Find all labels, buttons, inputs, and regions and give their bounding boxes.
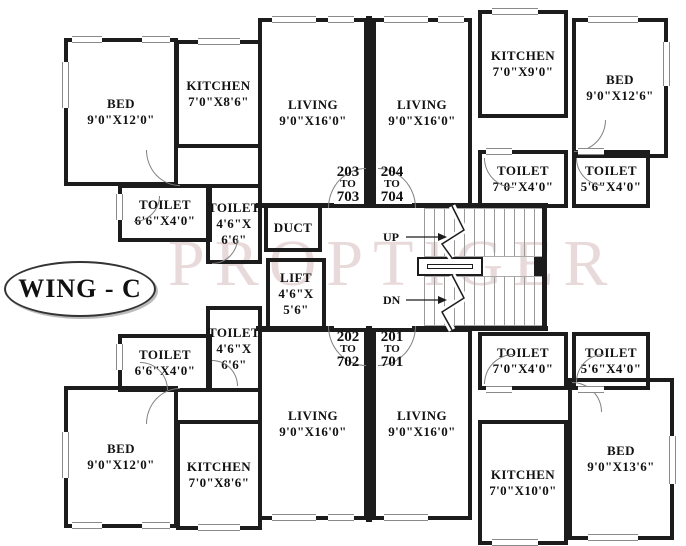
window-opening [142,522,170,529]
room-dims: 9'0"X12'0" [87,457,155,472]
room-kitchen-bottom-right: KITCHEN 7'0"X10'0" [478,420,568,545]
window-opening [328,16,354,23]
room-label: TOILET [207,200,261,215]
room-dims: 7'0"X8'6" [188,94,249,109]
window-opening [669,436,676,484]
room-dims: 9'0"X16'0" [388,113,456,128]
unit-to: TO [340,178,356,190]
window-opening [588,16,638,23]
room-label: KITCHEN [490,466,556,482]
room-duct: DUCT [264,204,322,252]
unit-label-202-702: 202 TO 702 [330,329,366,370]
window-opening [486,148,512,155]
room-dims: 9'0"X16'0" [388,424,456,439]
room-dims: 9'0"X12'6" [586,88,654,103]
room-dims: 9'0"X16'0" [279,424,347,439]
stair-flight-down [424,276,542,326]
wall [256,203,334,208]
stair-flight-up [424,208,542,257]
room-dims: 7'0"X10'0" [489,482,557,498]
window-opening [72,36,102,43]
window-opening [492,8,538,15]
unit-label-204-704: 204 TO 704 [374,164,410,205]
window-opening [116,194,123,220]
window-opening [198,524,240,531]
room-lift: LIFT 4'6"X 5'6" [266,258,326,330]
window-opening [142,36,170,43]
room-label: LIFT [280,270,312,285]
room-kitchen-top-left: KITCHEN 7'0"X8'6" [175,40,262,148]
room-label: BED [107,96,135,111]
window-opening [116,344,123,370]
room-dims: 6'6"X4'0" [134,213,196,228]
room-dims: 9'0"X16'0" [279,113,347,128]
room-dims: 7'0"X8'6" [188,475,250,490]
window-opening [72,522,102,529]
room-label: LIVING [396,97,448,112]
window-opening [486,386,512,393]
unit-number: 202 [336,329,360,345]
wall [412,203,548,208]
room-label: TOILET [207,325,261,340]
window-opening [663,42,670,86]
stairs-down-label: DN [383,293,401,307]
stairs-up-label: UP [383,230,399,244]
window-opening [272,16,316,23]
wall [366,326,372,522]
wing-title: WING - C [18,274,142,303]
unit-to: TO [340,343,356,355]
unit-number: 701 [380,354,404,370]
unit-number: 703 [336,189,360,205]
room-label: KITCHEN [186,78,251,93]
unit-number: 702 [336,354,360,370]
room-label: DUCT [273,220,313,235]
wall [366,16,372,208]
room-label: KITCHEN [186,459,252,474]
room-label: BED [107,441,135,456]
room-toilet-top-left-2: TOILET 4'6"X 6'6" [206,184,262,264]
stair-landing-rail [417,257,483,276]
unit-number: 203 [336,164,360,180]
stair-rail-stub [534,257,545,276]
room-dims: 9'0"X12'0" [87,112,155,127]
window-opening [588,534,638,541]
room-toilet-top-left-1: TOILET 6'6"X4'0" [118,184,212,242]
room-label: KITCHEN [490,48,556,63]
room-label: BED [607,443,635,458]
room-label: LIVING [287,408,339,423]
window-opening [438,16,464,23]
unit-number: 204 [380,164,404,180]
window-opening [272,514,316,521]
room-label: BED [606,72,634,87]
window-opening [62,62,69,108]
window-opening [384,16,428,23]
window-opening [62,432,69,478]
unit-to: TO [384,343,400,355]
room-kitchen-top-right: KITCHEN 7'0"X9'0" [478,10,568,118]
window-opening [492,539,538,546]
room-label: LIVING [396,408,448,423]
wall [412,326,548,331]
window-opening [328,514,354,521]
room-label: TOILET [138,347,192,362]
room-dims: 4'6"X 5'6" [278,286,314,317]
unit-number: 704 [380,189,404,205]
unit-label-203-703: 203 TO 703 [330,164,366,205]
stair-rail-inner [427,264,473,269]
unit-number: 201 [380,329,404,345]
unit-label-201-701: 201 TO 701 [374,329,410,370]
room-dims: 7'0"X9'0" [492,64,554,79]
window-opening [578,148,604,155]
room-dims: 9'0"X13'6" [587,459,655,474]
wing-title-ellipse: WING - C [4,261,156,317]
wall [256,326,334,331]
room-kitchen-bottom-left: KITCHEN 7'0"X8'6" [176,420,262,530]
unit-to: TO [384,178,400,190]
room-label: LIVING [287,97,339,112]
window-opening [384,514,428,521]
window-opening [578,386,604,393]
window-opening [198,38,240,45]
